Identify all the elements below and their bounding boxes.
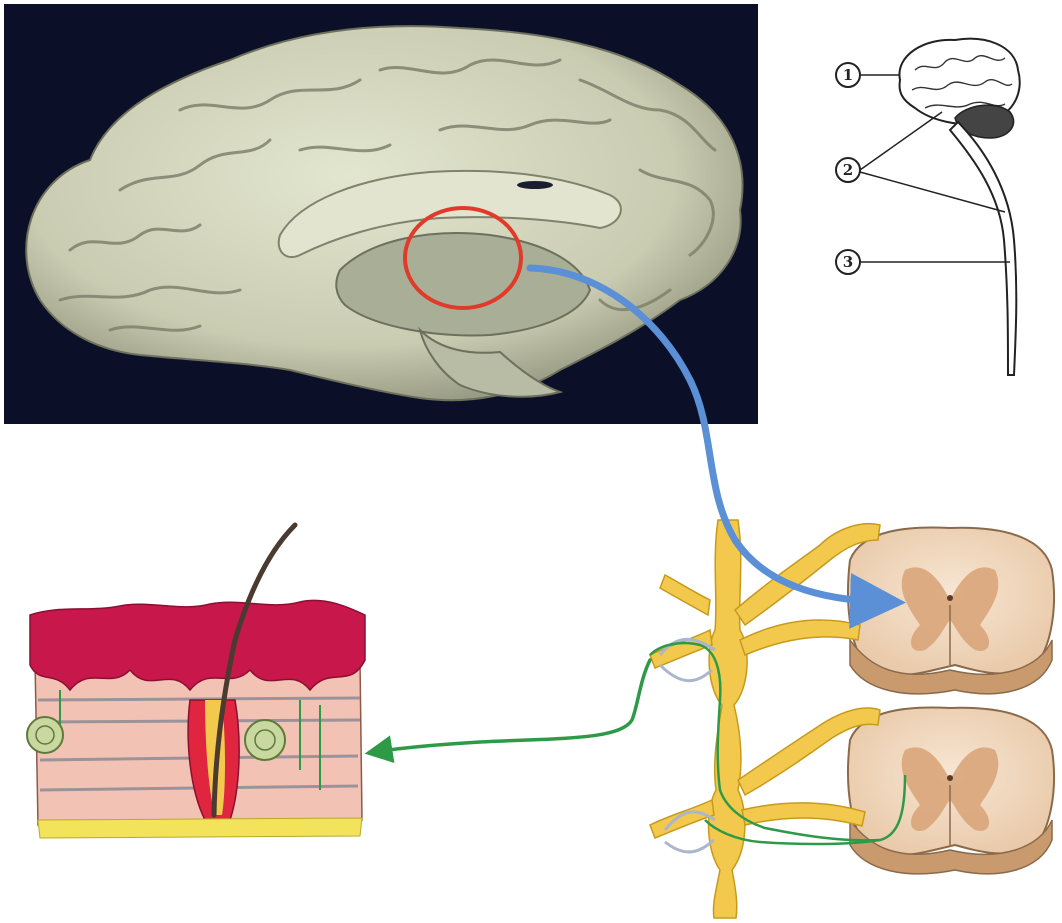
sympathetic-trunk: [709, 520, 748, 918]
schematic-spinal-cord: [950, 122, 1016, 375]
hypodermis-layer: [38, 818, 362, 838]
schematic-label-2: 2: [836, 158, 860, 182]
schematic-label-2-text: 2: [843, 161, 853, 179]
ventricle-opening: [517, 181, 553, 189]
sweat-gland-right: [245, 720, 285, 760]
brain-photo-panel: [4, 4, 758, 424]
leader-line-2a: [860, 112, 942, 170]
sympathetic-chain-panel: [650, 520, 1054, 918]
efferent-to-skin-arrow: [375, 660, 650, 752]
schematic-label-1-text: 1: [843, 66, 853, 84]
lower-rami: [650, 708, 880, 838]
skin-section: [27, 525, 365, 838]
schematic-label-1: 1: [836, 63, 860, 87]
spinal-cord-section-upper: [848, 527, 1054, 693]
epidermis-layer: [30, 600, 365, 690]
schematic-label-3-text: 3: [843, 253, 853, 271]
spinal-cord-section-lower: [848, 707, 1054, 873]
brain-cord-schematic: 1 2 3: [836, 39, 1020, 375]
schematic-label-3: 3: [836, 250, 860, 274]
sweat-gland-left: [27, 717, 63, 753]
